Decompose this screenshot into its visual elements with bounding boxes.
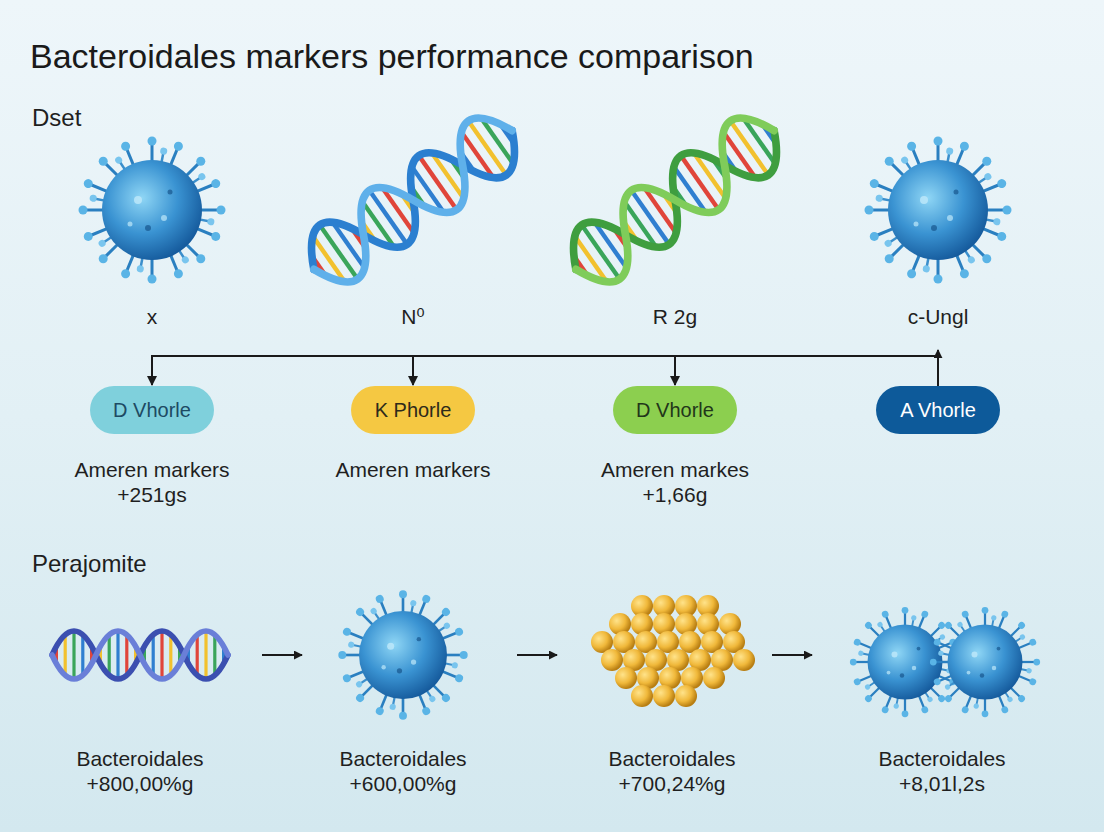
result-label: Bacteroidales +8,01l,2s	[852, 746, 1032, 796]
pill-box: K Phorle	[351, 386, 475, 434]
pill-text: D Vhorle	[113, 398, 191, 422]
pill-text: D Vhorle	[636, 398, 714, 422]
dna-icon	[52, 631, 228, 679]
flow-arrow	[517, 654, 557, 656]
section-label: Dset	[32, 104, 81, 133]
icon-label: N⁰	[353, 304, 473, 329]
virus-icon	[865, 137, 1012, 284]
pill-box: D Vhorle	[90, 386, 214, 434]
icon-label: x	[92, 304, 212, 329]
result-label: Bacteroidales +700,24%g	[582, 746, 762, 796]
connector	[413, 356, 938, 386]
diagram-title: Bacteroidales markers performance compar…	[30, 36, 754, 77]
virus-icon	[338, 590, 467, 719]
icon-label: c-Ungl	[878, 304, 998, 329]
connector	[675, 356, 938, 386]
virus-icon	[79, 137, 226, 284]
section-label: Perajomite	[32, 550, 147, 579]
result-label: Bacteroidales +600,00%g	[313, 746, 493, 796]
pill-box: D Vhorle	[613, 386, 737, 434]
cell-cluster	[591, 595, 755, 707]
marker-note: Ameren markers +251gs	[62, 457, 242, 507]
result-label: Bacteroidales +800,00%g	[50, 746, 230, 796]
flow-arrow	[772, 654, 812, 656]
virus-icon	[930, 607, 1040, 717]
dna-icon	[295, 104, 531, 297]
pill-box: A Vhorle	[876, 386, 1000, 434]
icon-label: R 2g	[615, 304, 735, 329]
connector	[152, 356, 938, 386]
pill-text: K Phorle	[375, 398, 452, 422]
marker-note: Ameren markers	[323, 457, 503, 482]
flow-arrow	[262, 654, 302, 656]
pill-text: A Vhorle	[900, 398, 976, 422]
dna-icon	[557, 104, 793, 297]
marker-note: Ameren markes +1,66g	[585, 457, 765, 507]
